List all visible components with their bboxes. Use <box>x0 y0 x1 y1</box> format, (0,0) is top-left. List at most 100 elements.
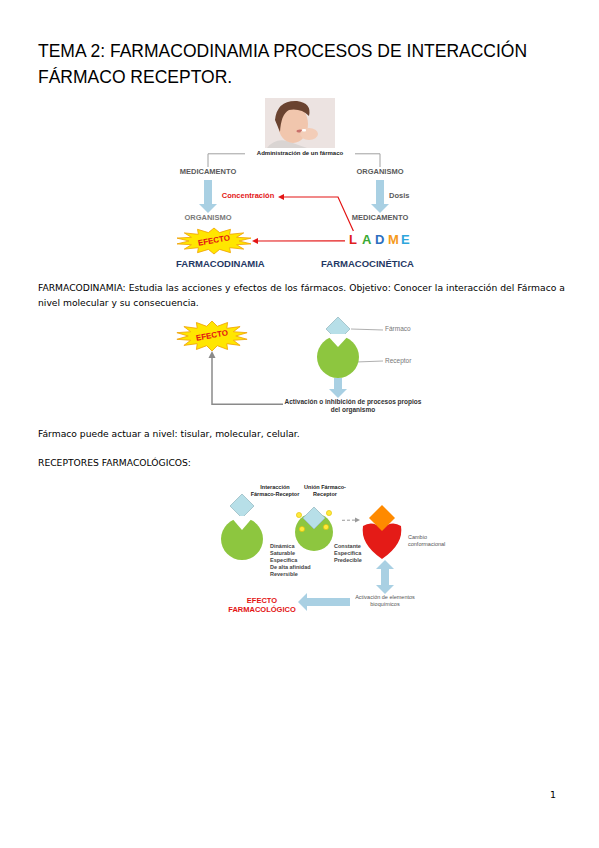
effect-burst: EFECTO <box>176 321 248 351</box>
arrow-head <box>371 204 389 213</box>
list-item: Específica <box>334 550 374 557</box>
connector-line <box>342 520 356 521</box>
leader-line <box>351 329 383 330</box>
text-node: MEDICAMENTO <box>345 213 415 226</box>
connector <box>199 180 217 213</box>
connector-line <box>204 180 212 205</box>
arrow-head <box>298 593 307 611</box>
node-text: Concentración <box>218 191 278 200</box>
section-heading: RECEPTORES FARMACOLÓGICOS: <box>38 455 565 470</box>
photo-hair <box>275 101 310 132</box>
connector-line <box>334 378 342 390</box>
node-text: ORGANISMO <box>178 213 238 222</box>
body-paragraph: Fármaco puede actuar a nivel: tisular, m… <box>38 426 565 441</box>
leader-line <box>356 361 383 362</box>
connector <box>355 154 380 167</box>
text-node: Activación de elementos bioquímicos <box>350 594 420 610</box>
text-node: MEDICAMENTO <box>173 167 243 180</box>
list-item: Predecible <box>334 557 374 564</box>
connector-line <box>283 197 353 231</box>
node-text: Activación o inhibición de procesos prop… <box>283 398 423 414</box>
arrow-head <box>252 238 258 244</box>
node-text: Cambio conformacional <box>408 534 454 547</box>
text-node: EFECTO FARMACOLÓGICO <box>226 596 298 618</box>
node-text: MEDICAMENTO <box>173 167 243 176</box>
connector <box>252 238 345 244</box>
connector-line <box>257 240 345 241</box>
connector-line <box>208 154 245 167</box>
photo-hand <box>300 128 318 140</box>
ladme-letter: E <box>401 232 413 248</box>
text-node: Concentración <box>218 191 278 203</box>
node-text: MEDICAMENTO <box>345 213 415 222</box>
text-node: ORGANISMO <box>178 213 238 226</box>
ladme-letter: M <box>388 232 400 248</box>
conformation-node: Cambio conformacional <box>360 504 460 560</box>
list-item: Específica <box>270 557 336 564</box>
callout-text: Receptor <box>385 357 425 365</box>
connector-line <box>381 568 389 587</box>
arrow-head <box>199 204 217 213</box>
illustration-node: Administración de un fármaco <box>245 98 355 160</box>
list-item: Reversible <box>270 571 336 578</box>
arrow-head <box>278 194 284 200</box>
connector <box>298 593 350 611</box>
ladme-letter: A <box>362 232 374 248</box>
figure-label: FARMACOCINÉTICA <box>321 256 441 271</box>
receptor-notch <box>230 516 254 530</box>
effect-burst: EFECTO <box>176 228 252 254</box>
drug-diamond <box>303 507 325 529</box>
arrow-head <box>376 560 394 569</box>
list-item: De alta afinidad <box>270 564 336 571</box>
photo-bg <box>265 98 335 148</box>
binding-dot <box>326 510 331 515</box>
node-shape <box>316 334 426 378</box>
connector <box>342 518 360 523</box>
arrow-head <box>209 351 216 358</box>
text-node: Activación o inhibición de procesos prop… <box>283 398 423 416</box>
connector-line <box>376 180 384 205</box>
connector <box>376 560 394 594</box>
figure-label: FARMACODINAMIA <box>176 256 286 271</box>
binding-node: Unión Fármaco-ReceptorConstanteEspecífic… <box>292 482 342 567</box>
receptor-node: Receptor <box>316 334 426 378</box>
drug-changed <box>369 505 395 531</box>
list-item: Saturable <box>270 550 336 557</box>
page-number: 1 <box>550 787 570 802</box>
binding-dot <box>323 524 328 529</box>
connector <box>278 194 353 231</box>
node-text: EFECTO FARMACOLÓGICO <box>226 596 298 614</box>
ladme-node: LADME <box>345 231 415 249</box>
binding-dot <box>299 526 304 531</box>
node-text: ORGANISMO <box>349 167 411 176</box>
page-title: TEMA 2: FARMACODINAMIA PROCESOS DE INTER… <box>38 38 578 90</box>
connector <box>208 154 245 167</box>
arrow-head <box>355 518 360 523</box>
connector <box>209 351 284 404</box>
caption-text: Administración de un fármaco <box>245 150 355 157</box>
body-paragraph: FARMACODINAMIA: Estudia las acciones y e… <box>38 280 565 310</box>
node-heading: Unión Fármaco-Receptor <box>300 484 350 497</box>
ladme-letter: D <box>375 232 387 248</box>
connector <box>329 378 347 398</box>
receptor-notch <box>326 334 350 347</box>
connector <box>371 180 389 213</box>
photo-shirt <box>267 140 307 148</box>
connector-line <box>355 154 380 167</box>
node-heading: Interacción Fármaco-Receptor <box>250 484 300 497</box>
ladme-letter: L <box>349 232 361 248</box>
text-node: ORGANISMO <box>349 167 411 180</box>
photo-pill <box>302 129 306 132</box>
binding-dot <box>296 512 301 517</box>
edge-label: Dosis <box>389 191 409 200</box>
arrow-head <box>329 389 347 398</box>
callout-text: Fármaco <box>385 325 425 333</box>
connector-line <box>212 357 283 404</box>
node-text: Activación de elementos bioquímicos <box>350 594 420 607</box>
connector-line <box>306 598 350 606</box>
arrow-head <box>376 585 394 594</box>
node-shape <box>360 504 460 560</box>
drug-diamond <box>230 494 254 518</box>
